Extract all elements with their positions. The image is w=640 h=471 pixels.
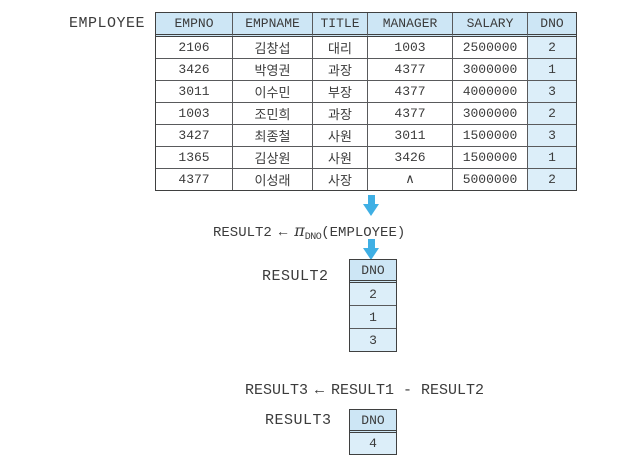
column-header-manager: MANAGER <box>368 13 453 37</box>
employee-table-label: EMPLOYEE <box>69 15 146 32</box>
table-cell: 1003 <box>368 37 453 59</box>
result3-header-row: DNO <box>350 410 396 433</box>
result2-header-row: DNO <box>350 260 396 283</box>
difference-formula: RESULT3 ← RESULT1 - RESULT2 <box>245 382 484 399</box>
left-arrow-symbol: ← <box>278 225 288 241</box>
table-cell: 1 <box>528 59 576 81</box>
table-cell: 3000000 <box>453 59 528 81</box>
table-cell: 4000000 <box>453 81 528 103</box>
table-cell: 과장 <box>313 103 368 125</box>
table-cell: 이성래 <box>233 169 313 190</box>
formula-lhs: RESULT3 <box>245 382 309 399</box>
table-row: 4 <box>350 433 396 454</box>
table-cell: 3426 <box>156 59 233 81</box>
formula-rhs: RESULT1 - RESULT2 <box>331 382 485 399</box>
down-arrow-stem <box>367 239 375 248</box>
table-cell: 사장 <box>313 169 368 190</box>
table-cell: 3426 <box>368 147 453 169</box>
table-cell: 2500000 <box>453 37 528 59</box>
table-cell: 4377 <box>368 59 453 81</box>
table-cell: 1500000 <box>453 125 528 147</box>
result3-table-label: RESULT3 <box>265 412 332 429</box>
pi-operator: π <box>294 221 305 240</box>
table-cell: 박영권 <box>233 59 313 81</box>
formula-argument: (EMPLOYEE) <box>321 225 406 241</box>
table-cell: 3 <box>528 125 576 147</box>
projection-formula: RESULT2 ← πDNO(EMPLOYEE) <box>213 221 405 243</box>
table-cell: 3000000 <box>453 103 528 125</box>
table-cell: 2 <box>528 169 576 190</box>
table-cell: 4377 <box>368 81 453 103</box>
table-cell: 2 <box>528 37 576 59</box>
pi-subscript: DNO <box>304 232 322 243</box>
table-cell: 2 <box>528 103 576 125</box>
table-cell: 1365 <box>156 147 233 169</box>
table-cell: 3 <box>350 329 396 351</box>
column-header-empname: EMPNAME <box>233 13 313 37</box>
table-cell: 1500000 <box>453 147 528 169</box>
left-arrow-symbol: ← <box>315 382 325 399</box>
down-arrow-icon <box>363 195 379 216</box>
column-header-dno: DNO <box>350 410 396 433</box>
result2-table-label: RESULT2 <box>262 268 329 285</box>
table-cell: ∧ <box>368 169 453 190</box>
down-arrow-stem <box>367 195 375 204</box>
table-cell: 4377 <box>156 169 233 190</box>
table-row: 2 <box>350 283 396 306</box>
table-cell: 조민희 <box>233 103 313 125</box>
table-cell: 5000000 <box>453 169 528 190</box>
column-header-salary: SALARY <box>453 13 528 37</box>
column-header-dno: DNO <box>350 260 396 283</box>
table-cell: 4 <box>350 433 396 454</box>
table-cell: 3427 <box>156 125 233 147</box>
table-cell: 이수민 <box>233 81 313 103</box>
table-cell: 1003 <box>156 103 233 125</box>
table-cell: 사원 <box>313 125 368 147</box>
table-row: 1 <box>350 306 396 329</box>
column-header-title: TITLE <box>313 13 368 37</box>
column-header-empno: EMPNO <box>156 13 233 37</box>
column-header-dno: DNO <box>528 13 576 37</box>
down-arrow-head <box>363 204 379 216</box>
down-arrow-head <box>363 248 379 260</box>
formula-lhs: RESULT2 <box>213 225 272 241</box>
table-cell: 2 <box>350 283 396 306</box>
table-cell: 부장 <box>313 81 368 103</box>
table-cell: 3011 <box>156 81 233 103</box>
table-cell: 4377 <box>368 103 453 125</box>
table-cell: 김상원 <box>233 147 313 169</box>
table-cell: 최종철 <box>233 125 313 147</box>
table-cell: 1 <box>350 306 396 329</box>
table-cell: 대리 <box>313 37 368 59</box>
table-cell: 3 <box>528 81 576 103</box>
table-cell: 과장 <box>313 59 368 81</box>
result3-table: DNO 4 <box>349 409 397 455</box>
table-cell: 2106 <box>156 37 233 59</box>
table-cell: 1 <box>528 147 576 169</box>
table-cell: 3011 <box>368 125 453 147</box>
table-cell: 김창섭 <box>233 37 313 59</box>
down-arrow-icon <box>363 239 379 260</box>
table-cell: 사원 <box>313 147 368 169</box>
table-row: 3 <box>350 329 396 351</box>
